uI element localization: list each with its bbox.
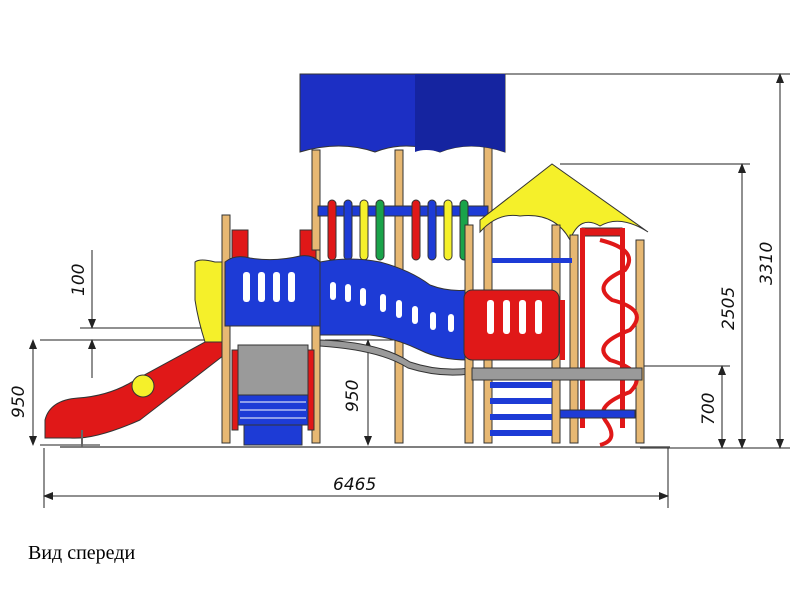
- dim-platform-middle: 950: [343, 380, 363, 412]
- view-caption: Вид спереди: [28, 542, 136, 564]
- dimension-lines: [29, 73, 784, 500]
- slide: [44, 259, 229, 447]
- right-house: [463, 163, 649, 447]
- dim-platform-left: 950: [9, 386, 29, 418]
- dim-total-width: 6465: [333, 475, 376, 495]
- left-tower: [221, 214, 321, 446]
- central-tower: [299, 73, 506, 444]
- dim-platform-right: 700: [699, 393, 719, 425]
- extension-lines: [40, 73, 790, 508]
- dim-rail-gap: 100: [69, 264, 89, 296]
- dim-total-height: 3310: [757, 242, 777, 285]
- bridge-panels: [224, 255, 471, 376]
- dim-roof-height: 2505: [719, 287, 739, 330]
